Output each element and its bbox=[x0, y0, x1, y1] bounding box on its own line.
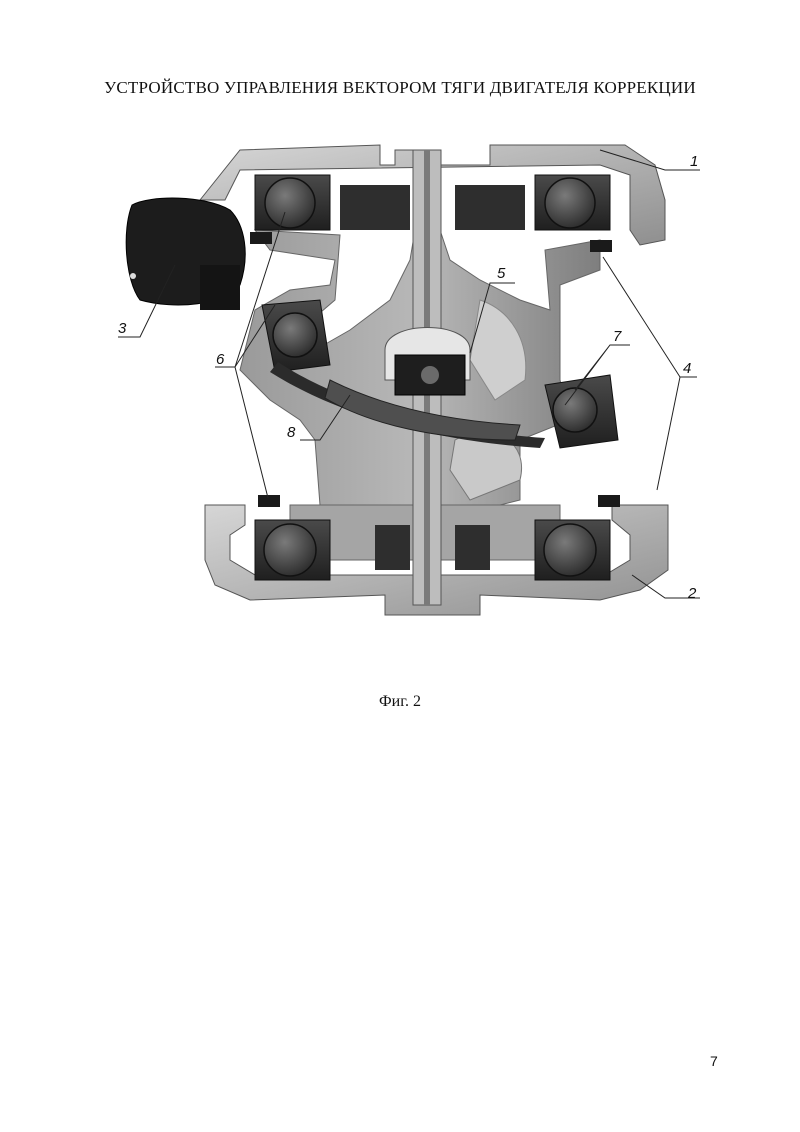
tilted-bearing-right bbox=[544, 374, 619, 449]
swash-plate bbox=[270, 362, 545, 448]
seal-rings bbox=[250, 232, 620, 507]
callout-4: 4 bbox=[683, 360, 691, 377]
lower-housing bbox=[204, 504, 669, 616]
gimbal-joint bbox=[394, 354, 466, 396]
drive-motor bbox=[125, 197, 246, 310]
top-left-bearing bbox=[254, 174, 410, 231]
callout-1: 1 bbox=[690, 153, 698, 170]
bottom-left-bearing bbox=[254, 519, 410, 581]
cross-section-figure: 1 2 3 4 5 6 7 8 bbox=[118, 144, 700, 616]
page-title: УСТРОЙСТВО УПРАВЛЕНИЯ ВЕКТОРОМ ТЯГИ ДВИГ… bbox=[104, 78, 696, 97]
top-right-bearing bbox=[455, 174, 611, 231]
figure-caption: Фиг. 2 bbox=[379, 693, 421, 710]
callout-3: 3 bbox=[118, 320, 127, 337]
callout-8: 8 bbox=[287, 424, 296, 441]
callout-2: 2 bbox=[687, 585, 697, 602]
leader-lines bbox=[118, 149, 700, 599]
callout-6: 6 bbox=[216, 351, 225, 368]
callout-7: 7 bbox=[613, 328, 622, 345]
page-number: 7 bbox=[710, 1053, 718, 1069]
tilted-bearing-left bbox=[261, 299, 331, 373]
bottom-right-bearing bbox=[455, 519, 611, 581]
callout-5: 5 bbox=[497, 265, 506, 282]
